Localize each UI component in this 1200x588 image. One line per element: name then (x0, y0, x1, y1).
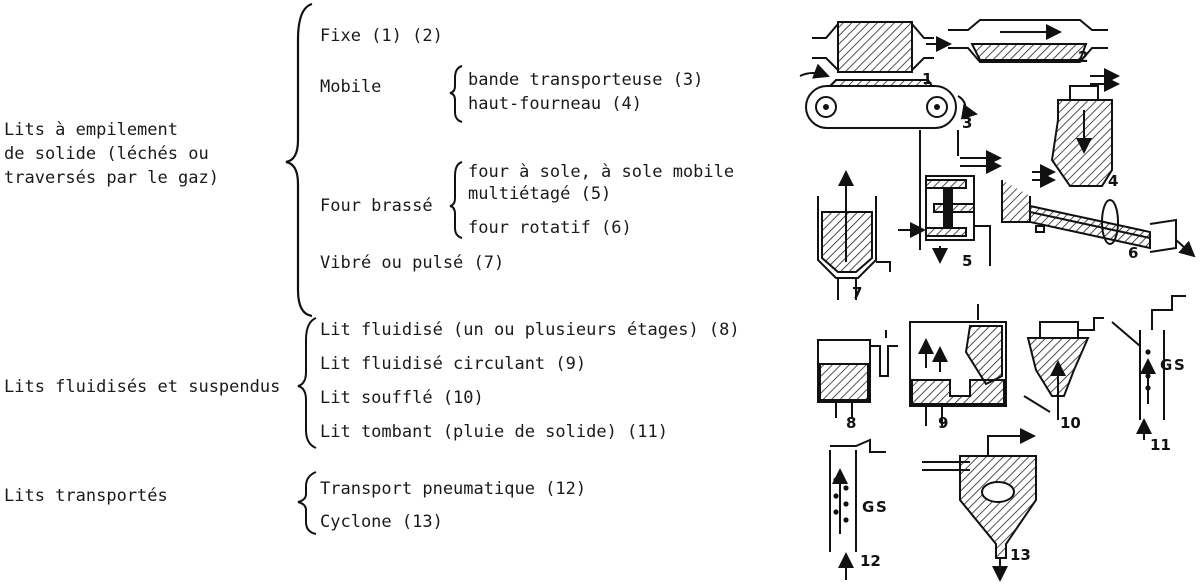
figure-label-3: 3 (962, 114, 972, 132)
gs-label-s-12: S (876, 498, 887, 516)
category-fluidized-beds: Lits fluidisés et suspendus (4, 377, 281, 397)
item-transport-pneumatique: Transport pneumatique (12) (320, 479, 587, 499)
item-mobile: Mobile (320, 77, 382, 97)
figure-5-multistage-furnace (898, 130, 1002, 266)
category-packed-beds: Lits à empilement de solide (léchés ou t… (4, 120, 219, 188)
item-bande-transporteuse: bande transporteuse (3) (468, 70, 704, 90)
figure-13-cyclone (922, 428, 1037, 582)
item-four-sole: four à sole, à sole mobile (468, 162, 735, 182)
figure-label-4: 4 (1108, 172, 1118, 190)
figure-label-6: 6 (1128, 244, 1138, 262)
figure-11-falling-bed (1111, 295, 1186, 440)
figure-label-8: 8 (846, 414, 856, 432)
item-multietage: multiétagé (5) (468, 184, 612, 204)
figure-label-12: 12 (860, 552, 881, 570)
figure-2-tray-bed (948, 19, 1108, 63)
figure-label-5: 5 (962, 252, 972, 270)
figure-label-7: 7 (852, 284, 862, 302)
gs-label-g-11: G (1160, 356, 1172, 374)
figure-6-rotary-kiln (1001, 180, 1196, 258)
brace-fluidized (297, 317, 317, 449)
item-fixe: Fixe (1) (2) (320, 26, 443, 46)
brace-transported (297, 471, 317, 535)
category-transported-beds: Lits transportés (4, 486, 168, 506)
brace-mobile (449, 65, 463, 123)
brace-packed (285, 2, 313, 318)
item-cyclone: Cyclone (13) (320, 512, 443, 532)
figure-label-11: 11 (1150, 436, 1171, 454)
gs-label-s-11: S (1174, 356, 1185, 374)
figure-7-vibrated-bed (817, 170, 891, 300)
item-four-rotatif: four rotatif (6) (468, 218, 632, 238)
figure-4-blast-furnace (1032, 68, 1120, 188)
gs-label-g-12: G (862, 498, 874, 516)
figure-label-9: 9 (938, 414, 948, 432)
item-lit-souffle: Lit soufflé (10) (320, 388, 484, 408)
brace-four-brasse (449, 161, 463, 239)
item-lit-tombant: Lit tombant (pluie de solide) (11) (320, 422, 668, 442)
figure-1-fixed-bed (812, 21, 952, 73)
item-four-brasse: Four brassé (320, 196, 433, 216)
item-lit-fluidise: Lit fluidisé (un ou plusieurs étages) (8… (320, 320, 740, 340)
figure-label-10: 10 (1060, 414, 1081, 432)
figure-label-2: 2 (1078, 48, 1088, 66)
item-haut-fourneau: haut-fourneau (4) (468, 94, 642, 114)
figure-9-circulating-fluidized-bed (909, 304, 1007, 426)
figure-12-pneumatic-transport (829, 438, 886, 580)
figure-3-conveyor-belt (799, 63, 978, 129)
item-vibre: Vibré ou pulsé (7) (320, 253, 505, 273)
figure-8-fluidized-bed (817, 330, 898, 418)
item-lit-fluidise-circulant: Lit fluidisé circulant (9) (320, 354, 587, 374)
figure-label-13: 13 (1010, 546, 1031, 564)
figure-10-spouted-bed (1023, 317, 1104, 420)
